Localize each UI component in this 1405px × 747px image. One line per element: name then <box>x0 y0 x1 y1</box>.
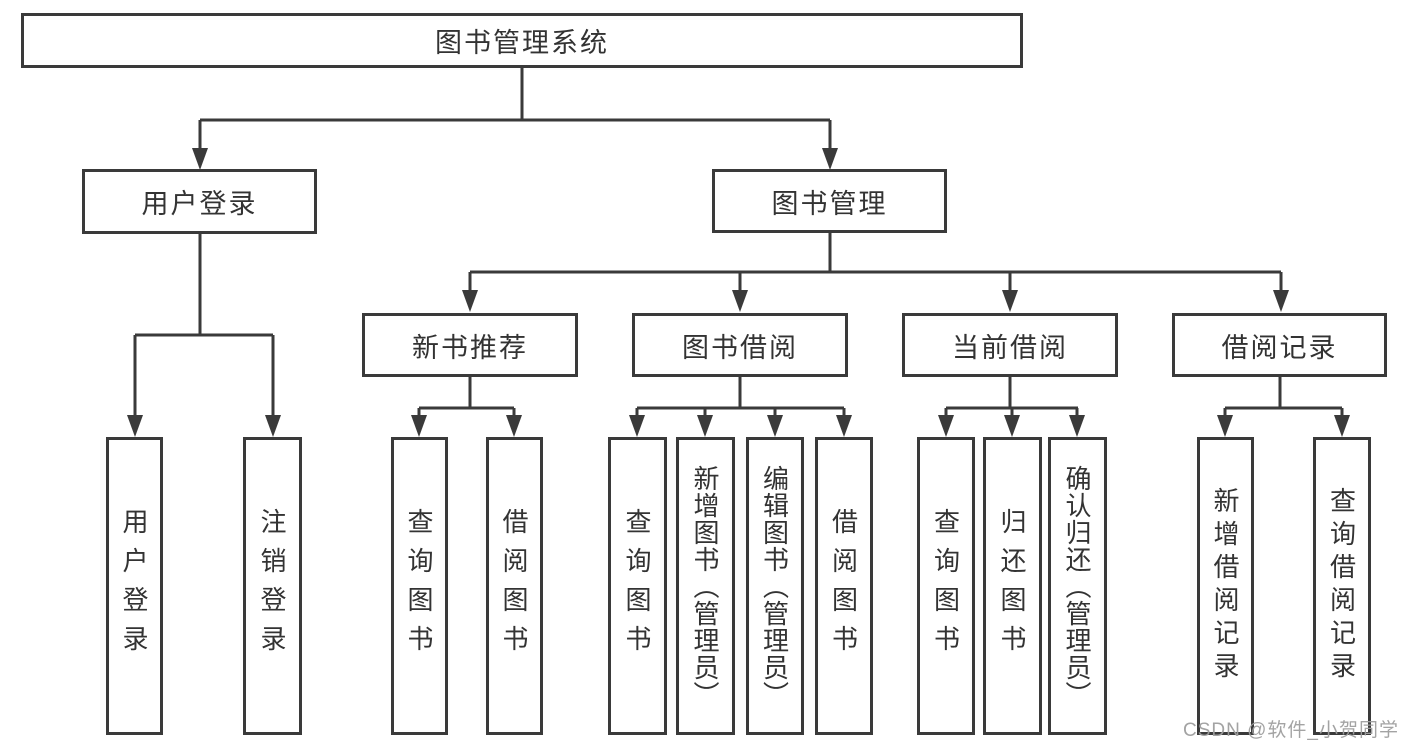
leaf-borrow-books-recommend-label: 借阅图书 <box>499 508 529 664</box>
arrow-down-icon <box>1273 290 1289 312</box>
arrow-down-icon <box>836 415 852 437</box>
arrow-down-icon <box>265 415 281 437</box>
arrow-down-icon <box>1002 290 1018 312</box>
leaf-add-book-admin: 新增图书（管理员） <box>676 437 735 735</box>
arrow-down-icon <box>462 290 478 312</box>
leaf-query-books-borrow-label: 查询图书 <box>622 508 652 664</box>
leaf-query-books-current-label: 查询图书 <box>930 508 961 664</box>
arrowheads <box>127 148 1350 437</box>
leaf-borrow-books-recommend: 借阅图书 <box>486 437 543 735</box>
arrow-down-icon <box>1069 415 1085 437</box>
arrow-down-icon <box>411 415 427 437</box>
arrow-down-icon <box>506 415 522 437</box>
node-book-borrow: 图书借阅 <box>632 313 848 377</box>
leaf-borrow-books: 借阅图书 <box>815 437 873 735</box>
leaf-edit-book-admin: 编辑图书（管理员） <box>746 437 804 735</box>
leaf-user-login: 用户登录 <box>106 437 163 735</box>
node-new-book-recommend-label: 新书推荐 <box>412 332 528 363</box>
leaf-borrow-books-label: 借阅图书 <box>828 508 859 664</box>
node-current-borrow-label: 当前借阅 <box>952 332 1068 363</box>
leaf-user-login-label: 用户登录 <box>119 508 149 664</box>
arrow-down-icon <box>697 415 713 437</box>
leaf-query-borrow-record: 查询借阅记录 <box>1313 437 1371 735</box>
node-root: 图书管理系统 <box>21 13 1023 68</box>
arrow-down-icon <box>1334 415 1350 437</box>
leaf-return-book: 归还图书 <box>983 437 1042 735</box>
csdn-watermark: CSDN @软件_小贺同学 <box>1183 720 1399 741</box>
arrow-down-icon <box>938 415 954 437</box>
leaf-confirm-return-admin-label: 确认归还（管理员） <box>1062 464 1092 708</box>
node-borrow-records: 借阅记录 <box>1172 313 1387 377</box>
arrow-down-icon <box>732 290 748 312</box>
node-book-borrow-label: 图书借阅 <box>682 332 798 363</box>
arrow-down-icon <box>767 415 783 437</box>
leaf-query-borrow-record-label: 查询借阅记录 <box>1326 487 1357 685</box>
node-new-book-recommend: 新书推荐 <box>362 313 578 377</box>
arrow-down-icon <box>1217 415 1233 437</box>
leaf-logout-label: 注销登录 <box>257 508 287 664</box>
leaf-confirm-return-admin: 确认归还（管理员） <box>1048 437 1107 735</box>
leaf-query-books-recommend-label: 查询图书 <box>404 508 434 664</box>
node-current-borrow: 当前借阅 <box>902 313 1118 377</box>
leaf-query-books-borrow: 查询图书 <box>608 437 667 735</box>
leaf-logout: 注销登录 <box>243 437 302 735</box>
node-book-management: 图书管理 <box>712 169 947 233</box>
arrow-down-icon <box>822 148 838 170</box>
leaf-edit-book-admin-label: 编辑图书（管理员） <box>759 464 790 708</box>
arrow-down-icon <box>629 415 645 437</box>
leaf-add-borrow-record-label: 新增借阅记录 <box>1210 487 1240 685</box>
node-user-login-label: 用户登录 <box>141 189 258 219</box>
node-book-management-label: 图书管理 <box>771 188 888 219</box>
leaf-query-books-recommend: 查询图书 <box>391 437 448 735</box>
node-root-label: 图书管理系统 <box>435 28 609 58</box>
leaf-add-book-admin-label: 新增图书（管理员） <box>690 464 720 708</box>
leaf-query-books-current: 查询图书 <box>917 437 975 735</box>
node-borrow-records-label: 借阅记录 <box>1221 332 1338 363</box>
arrow-down-icon <box>127 415 143 437</box>
leaf-return-book-label: 归还图书 <box>997 508 1027 664</box>
node-user-login: 用户登录 <box>82 169 317 234</box>
arrow-down-icon <box>192 148 208 170</box>
leaf-add-borrow-record: 新增借阅记录 <box>1197 437 1254 735</box>
arrow-down-icon <box>1004 415 1020 437</box>
